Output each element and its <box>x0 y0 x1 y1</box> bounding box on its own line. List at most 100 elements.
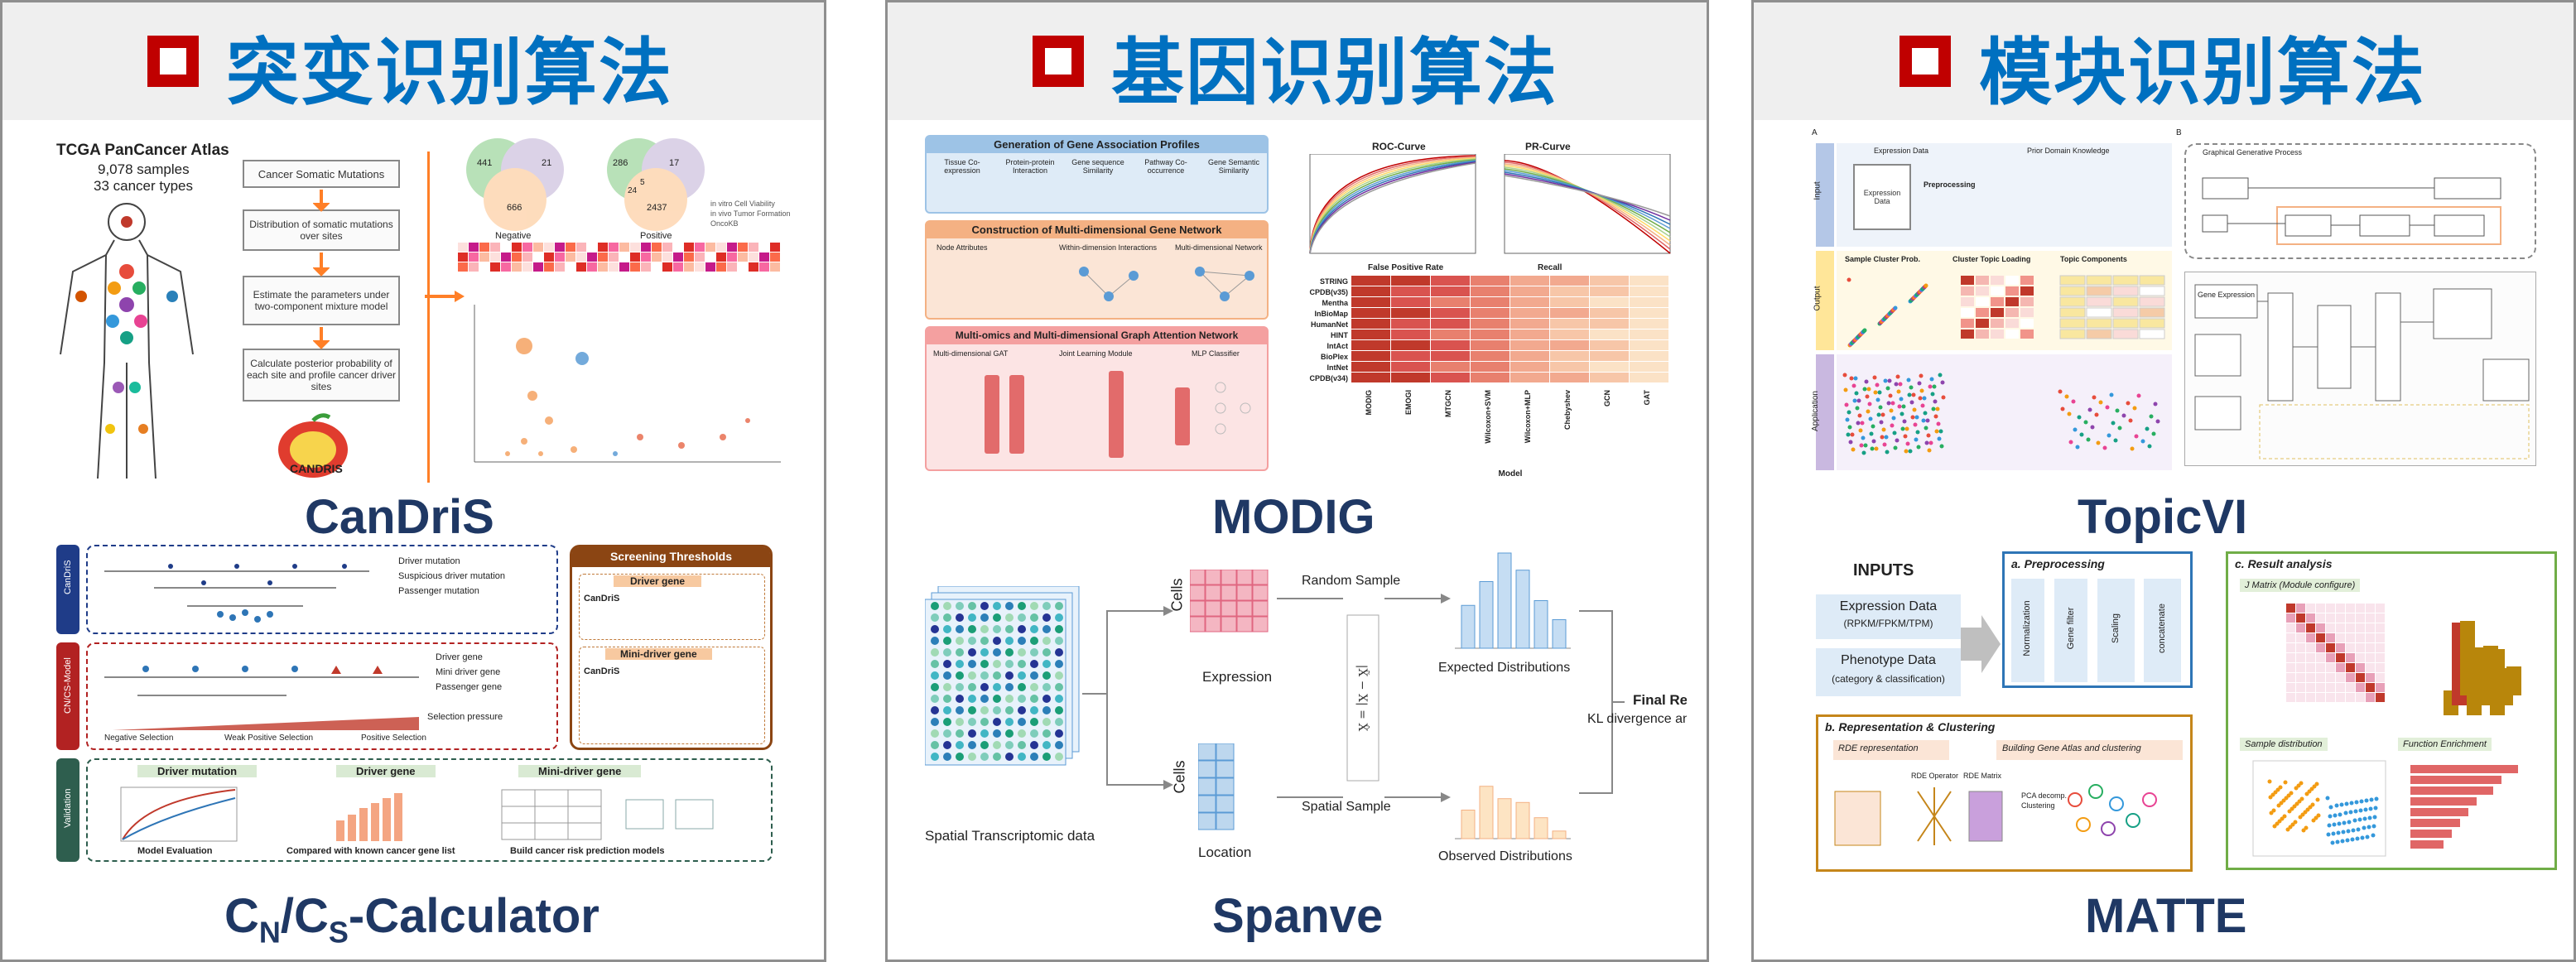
heat-cell <box>1391 362 1430 372</box>
j-cell <box>2286 663 2295 672</box>
heat-cell <box>1590 351 1629 361</box>
sel-negative: Negative Selection <box>104 734 174 743</box>
heat-cell <box>1510 297 1549 307</box>
expr-cell <box>1190 616 1206 633</box>
heat-cell <box>490 262 500 272</box>
spot <box>968 625 976 633</box>
j-cell <box>2336 663 2345 672</box>
heat-cell <box>598 262 608 272</box>
heat-cell <box>1590 297 1629 307</box>
sample-dot <box>2356 827 2361 832</box>
spot <box>1018 706 1026 714</box>
heat-cell <box>641 262 651 272</box>
spot <box>943 637 951 645</box>
expr-input-box: Expression Data (RPKM/FPKM/TPM) <box>1816 594 1961 639</box>
heat-cell <box>1550 308 1589 318</box>
umap-dot <box>1935 406 1940 411</box>
umap-dot <box>1860 421 1865 426</box>
scatter-point <box>545 416 553 425</box>
loading-cell <box>1976 286 1989 296</box>
loc-cell <box>1216 777 1235 796</box>
method-topicvi: TopicVI <box>2078 490 2248 544</box>
j-cell <box>2376 673 2385 682</box>
heat-cell <box>1391 351 1430 361</box>
j-cell <box>2326 673 2335 682</box>
spot <box>1042 741 1051 749</box>
j-cell <box>2376 693 2385 702</box>
venn-right-v3: 17 <box>669 158 680 168</box>
sel-weak: Weak Positive Selection <box>224 734 314 743</box>
heat-cell <box>1510 286 1549 296</box>
heat-cell <box>458 253 468 262</box>
umap-dot <box>1933 414 1938 419</box>
spot <box>993 718 1001 726</box>
heat-row-label: CPDB(v35) <box>1309 288 1348 296</box>
heat-cell <box>1630 373 1668 382</box>
umap-dot <box>1845 417 1850 422</box>
heat-cell <box>641 253 651 262</box>
app-dot <box>2064 394 2069 399</box>
heat-cell <box>1431 329 1470 339</box>
j-cell <box>2286 613 2295 623</box>
c-title: c. Result analysis <box>2235 557 2333 570</box>
heat-cell <box>652 253 662 262</box>
umap-dot <box>1862 387 1867 392</box>
model-section: Driver gene Mini driver gene Passenger g… <box>86 642 558 750</box>
spot <box>1005 741 1014 749</box>
j-cell <box>2336 673 2345 682</box>
expr-input-title: Expression Data <box>1839 599 1938 613</box>
heat-cell <box>1510 373 1549 382</box>
sec3-title: Multi-omics and Multi-dimensional Graph … <box>955 329 1239 341</box>
heat-cell <box>1590 329 1629 339</box>
heat-cell <box>1391 340 1430 350</box>
heat-cell <box>1431 362 1470 372</box>
sample-dot <box>2348 810 2353 815</box>
heat-cell <box>1471 362 1509 372</box>
umap-dot <box>1890 423 1895 428</box>
j-cell <box>2296 693 2305 702</box>
spot <box>956 729 964 738</box>
sample-dot <box>2330 840 2335 845</box>
heat-cell <box>695 253 705 262</box>
heat-cell <box>587 243 597 252</box>
component-cell <box>2086 329 2112 339</box>
component-cell <box>2086 307 2112 318</box>
umap-dot <box>1871 424 1875 429</box>
observed-bar <box>1552 830 1567 839</box>
heat-cell <box>684 253 694 262</box>
app-dot <box>2109 392 2114 397</box>
expected-bar <box>1461 604 1476 649</box>
observed-distribution-chart <box>1455 786 1571 839</box>
j-cell <box>2366 673 2375 682</box>
spot <box>1030 753 1038 761</box>
heat-cell <box>533 253 543 262</box>
expr-input-sub: (RPKM/FPKM/TPM) <box>1843 618 1933 629</box>
umap-dot <box>1909 400 1914 405</box>
row-input-text: Input <box>1813 181 1822 200</box>
heat-cell <box>501 243 511 252</box>
expr-data-box: Expression Data <box>1853 164 1911 230</box>
spot <box>980 660 989 668</box>
heat-cell <box>1351 297 1390 307</box>
spot <box>968 706 976 714</box>
umap-dot <box>1882 442 1887 447</box>
loading-cell <box>1961 276 1974 285</box>
component-cell <box>2112 286 2139 296</box>
j-cell <box>2296 673 2305 682</box>
sample-dot <box>2311 818 2316 823</box>
sample-dot <box>2355 836 2360 841</box>
spot <box>993 729 1001 738</box>
sample-dot <box>2346 829 2351 834</box>
cells-label-2: Cells <box>1171 760 1188 794</box>
spot <box>1018 741 1026 749</box>
loading-cell <box>1961 308 1974 317</box>
spot <box>931 695 939 703</box>
row-application <box>1816 354 1834 470</box>
candris-section: Driver mutation Suspicious driver mutati… <box>86 545 558 634</box>
roc-title: ROC-Curve <box>1372 141 1426 152</box>
heat-cell <box>673 243 683 252</box>
preprocessing-box: a. Preprocessing Normalization Gene filt… <box>2002 551 2193 688</box>
legend-suspicious: Suspicious driver mutation <box>398 571 506 581</box>
spot <box>980 741 989 749</box>
expr-cell <box>1221 584 1237 601</box>
